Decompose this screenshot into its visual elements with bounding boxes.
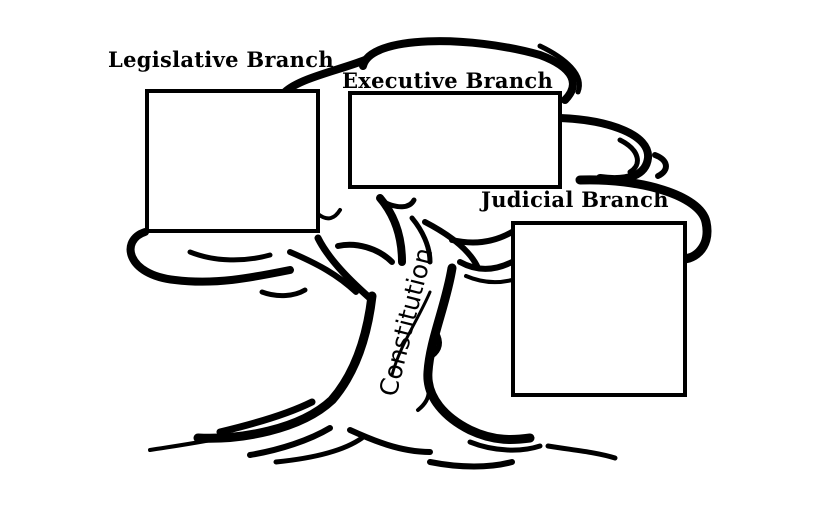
judicial-branch-label: Judicial Branch [481, 187, 669, 212]
executive-branch-label: Executive Branch [342, 68, 554, 93]
tree-branches [287, 194, 515, 304]
tree-roots [148, 398, 618, 470]
legislative-branch-label: Legislative Branch [108, 47, 334, 72]
legislative-box [145, 89, 320, 233]
judicial-box [511, 221, 687, 397]
executive-box [348, 91, 562, 189]
tree-trunk [193, 263, 535, 445]
tree-canopy-outline [126, 37, 712, 299]
